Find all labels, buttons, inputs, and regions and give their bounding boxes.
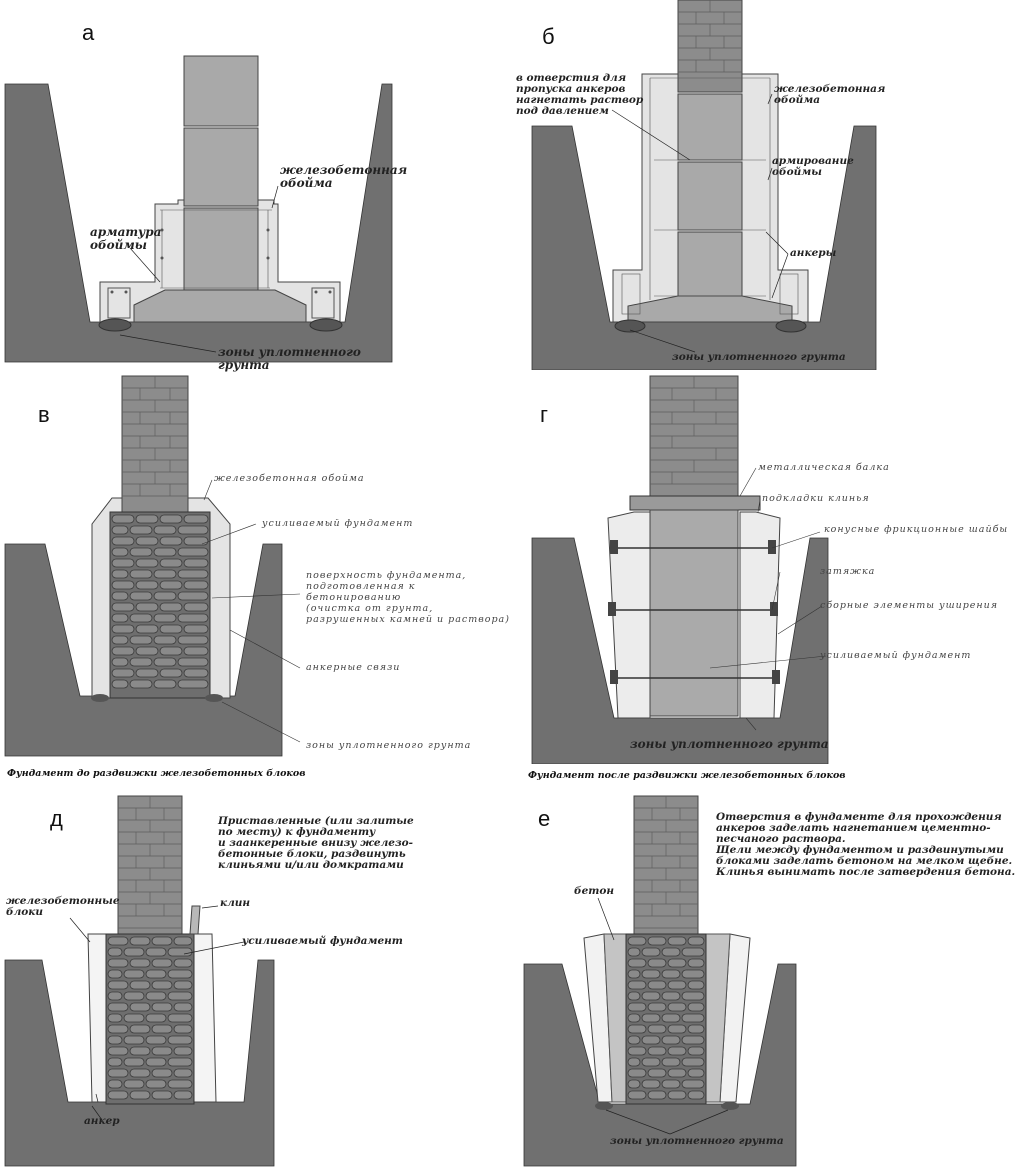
panel-e: е Отверстия в фундаменте для прохождения… [510, 790, 1029, 1169]
label-found: усиливаемый фундамент [242, 935, 403, 947]
label-wedges: подкладки клинья [762, 493, 870, 504]
label-note: Приставленные (или залитые по месту) к ф… [218, 815, 414, 871]
label-washers: конусные фрикционные шайбы [824, 524, 1009, 535]
label-soil: зоны уплотненного грунта [672, 351, 846, 363]
caption-v: Фундамент до раздвижки железобетонных бл… [7, 768, 306, 779]
panel-a-letter: а [82, 20, 95, 45]
panel-a-drawing [4, 55, 393, 363]
label-found: усиливаемый фундамент [820, 650, 972, 661]
panel-v-drawing [4, 375, 301, 757]
panel-b-drawing [531, 0, 877, 370]
label-concrete: бетон [574, 885, 615, 897]
label-elements: сборные элементы уширения [820, 600, 999, 611]
label-soil: зоны уплотненного грунта [306, 740, 472, 751]
panel-e-drawing [523, 795, 797, 1167]
label-surface: поверхность фундамента, подготовленная к… [306, 570, 510, 625]
label-shell: железобетонная обойма [214, 473, 365, 484]
caption-g: Фундамент после раздвижки железобетонных… [528, 770, 846, 781]
label-soil: зоны уплотненного грунта [610, 1135, 784, 1147]
panel-d: д Приставленные (или залитые по месту) к… [0, 790, 512, 1169]
panel-d-letter: д [50, 806, 63, 831]
label-found: усиливаемый фундамент [262, 518, 414, 529]
panel-g-letter: г [540, 402, 549, 427]
label-tie: затяжка [820, 566, 876, 577]
panel-g-drawing [531, 375, 829, 764]
label-soil: зоны уплотненного грунта [630, 737, 829, 751]
label-inject: в отверстия для пропуска анкеров нагнета… [516, 72, 644, 117]
panel-b-letter: б [542, 24, 555, 49]
panel-v: в железобетонная обойма усиливаемый фунд… [0, 372, 512, 782]
label-anchor: анкер [84, 1115, 120, 1127]
label-soil: зоны уплотненного грунта [218, 345, 361, 372]
panel-g: г металлическая балка подкладки клинья к… [510, 372, 1029, 782]
label-shell: железобетонная обойма [774, 83, 886, 106]
panel-e-letter: е [538, 806, 551, 831]
label-note: Отверстия в фундаменте для прохождения а… [716, 811, 1016, 878]
panel-d-drawing [4, 795, 275, 1167]
label-shell: железобетонная обойма [280, 163, 408, 190]
label-blocks: железобетонные блоки [6, 895, 120, 918]
label-wedge: клин [220, 897, 251, 909]
panel-b: б в отверстия для пропуска анкеров нагне… [510, 0, 1029, 370]
label-beam: металлическая балка [758, 462, 890, 473]
label-anchors: анкеры [790, 247, 837, 259]
label-rebar: арматура обоймы [90, 225, 162, 252]
panel-v-letter: в [38, 402, 50, 427]
label-anchor-ties: анкерные связи [306, 662, 401, 673]
panel-a: а железобетонная обойма арматура обоймы … [0, 0, 407, 372]
label-reinf: армирование обоймы [772, 155, 854, 178]
